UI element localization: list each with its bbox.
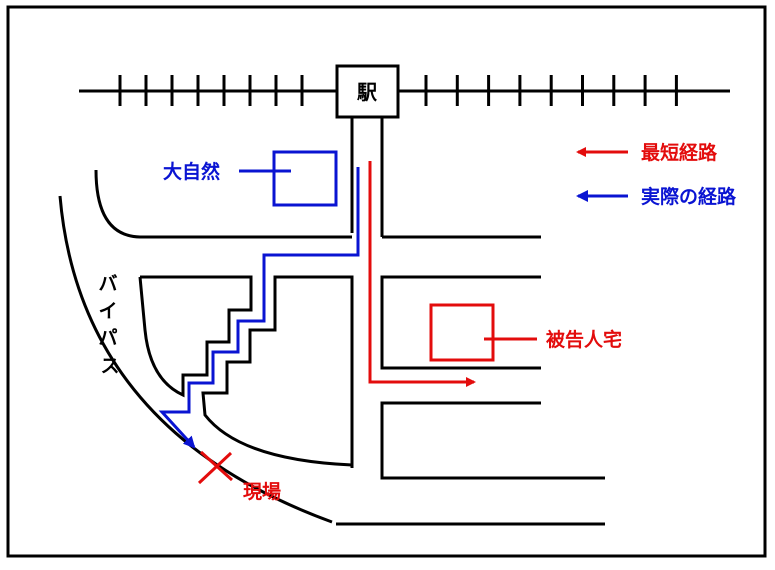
legend: 最短経路 実際の経路: [576, 141, 737, 208]
railway: [79, 75, 730, 106]
bypass-label: バ イ パ ス: [98, 273, 119, 377]
nature-label: 大自然: [163, 160, 220, 183]
defendant-home-label: 被告人宅: [546, 328, 622, 351]
bypass-road: [58, 195, 333, 524]
legend-item-shortest: 最短経路: [576, 141, 718, 164]
station: 駅: [335, 64, 400, 119]
bypass-char: ス: [100, 355, 119, 377]
legend-item-actual: 実際の経路: [576, 185, 737, 208]
bypass-char: バ: [98, 273, 117, 295]
railway-ties-left: [118, 75, 304, 106]
road-block-stairs-left: [138, 275, 253, 398]
nature-box: [272, 150, 338, 207]
scene-label: 現場: [243, 481, 281, 503]
cross-icon-stroke-2: [199, 450, 234, 482]
roads: [58, 117, 605, 526]
frame-border: [6, 5, 767, 558]
bypass-char: イ: [98, 300, 117, 322]
actual-route-path: [158, 167, 360, 449]
cross-icon-stroke-1: [197, 451, 233, 485]
road-block-right-low: [380, 401, 605, 480]
actual-route: [158, 167, 360, 449]
shortest-route: [368, 161, 476, 387]
defendant-home-marker: 被告人宅: [429, 303, 622, 362]
station-box: [335, 64, 400, 119]
station-label: 駅: [356, 80, 377, 104]
defendant-home-box: [429, 303, 495, 362]
legend-label-actual: 実際の経路: [641, 185, 737, 208]
road-block-right-mid: [380, 275, 541, 370]
nature-marker: 大自然: [163, 150, 338, 207]
scene-marker: 現場: [197, 450, 281, 503]
bypass-char: パ: [98, 327, 117, 349]
road-block-top-left: [94, 169, 352, 239]
railway-ties-right: [424, 75, 678, 106]
shortest-route-path: [368, 161, 476, 387]
legend-label-shortest: 最短経路: [641, 141, 718, 164]
road-block-stairs-right: [201, 275, 354, 467]
